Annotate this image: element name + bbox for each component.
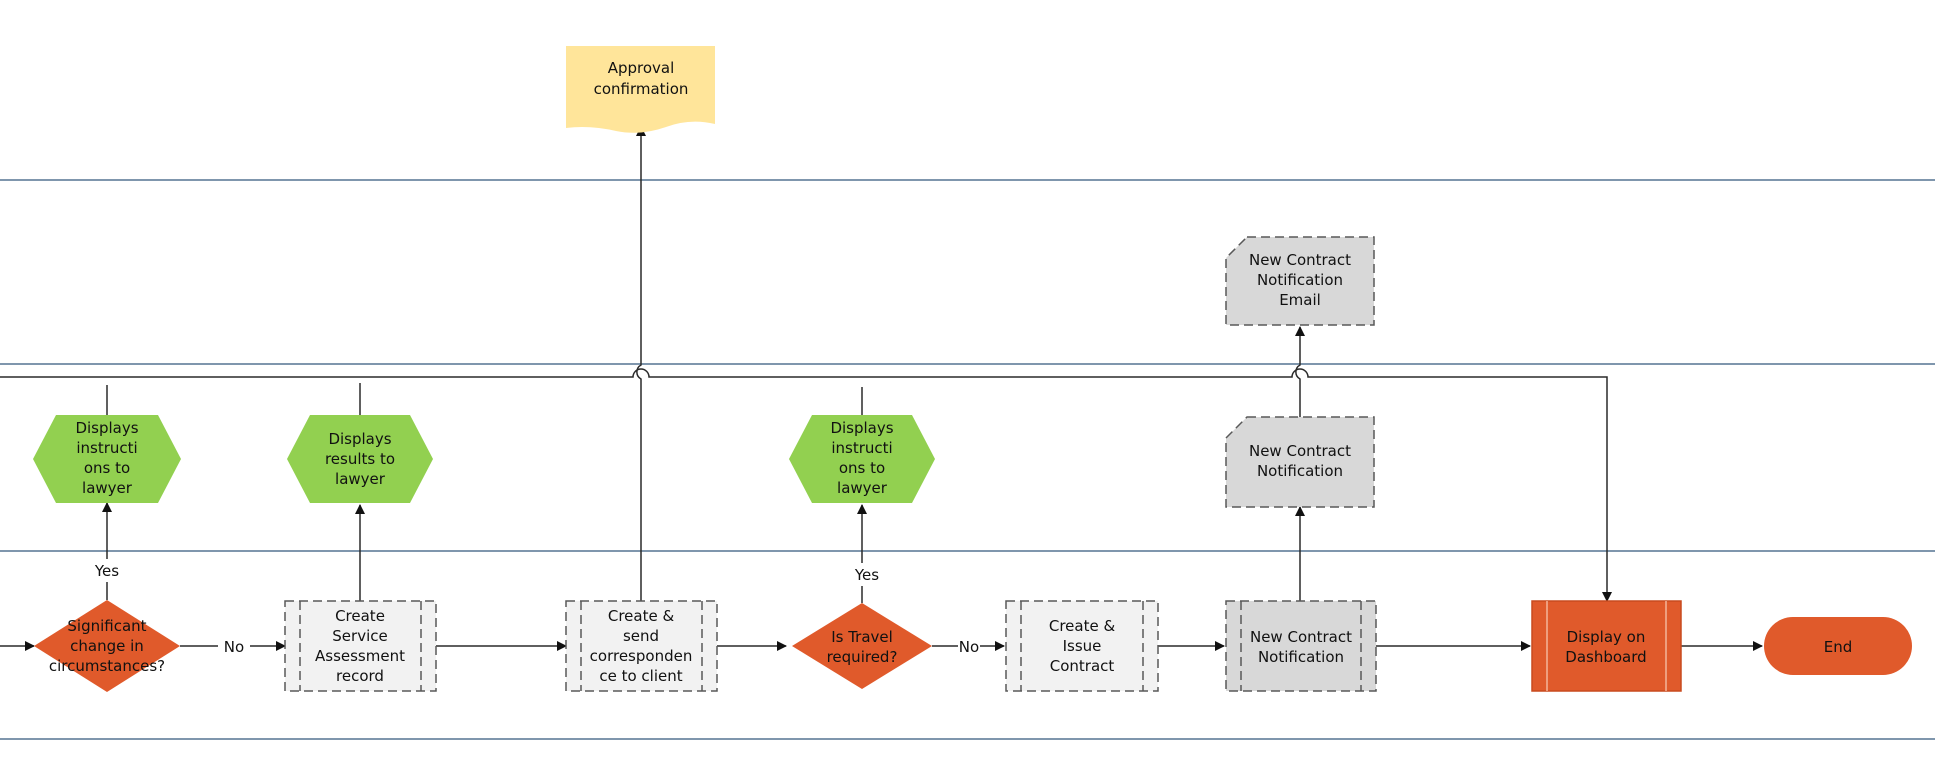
connector-card-email [1295, 326, 1305, 417]
display-instructions-hexagon-2[interactable]: Displays instructi ons to lawyer [789, 415, 935, 503]
display-results-hexagon[interactable]: Displays results to lawyer [287, 415, 433, 503]
swimlane-dividers [0, 179, 1935, 740]
hex2-line-3: lawyer [335, 470, 386, 488]
notification-line-2: Notification [1258, 648, 1344, 666]
correspondence-line-3: corresponden [590, 647, 693, 665]
decision1-line-2: change in [70, 637, 144, 655]
hex3-line-1: Displays [830, 419, 893, 437]
hexagon-shape [287, 415, 433, 503]
hexagon-shape [33, 415, 181, 503]
process-box [1005, 600, 1159, 692]
approval-label-line-2: confirmation [594, 80, 689, 98]
contract-line-2: Issue [1063, 637, 1102, 655]
end-terminator[interactable]: End [1764, 617, 1912, 675]
hex1-line-3: ons to [84, 459, 130, 477]
hex2-line-1: Displays [328, 430, 391, 448]
assessment-line-1: Create [335, 607, 385, 625]
decision-significant-change[interactable]: Significant change in circumstances? [34, 600, 180, 692]
approval-label-line-1: Approval [608, 59, 675, 77]
approval-confirmation-document[interactable]: Approval confirmation [566, 46, 715, 133]
process-box [1225, 600, 1377, 692]
connector-long-route-dashboard [0, 368, 1612, 602]
display-on-dashboard[interactable]: Display on Dashboard [1531, 600, 1682, 692]
edge-labels: Yes No Yes No [94, 562, 979, 656]
hex3-line-3: ons to [839, 459, 885, 477]
contract-line-1: Create & [1049, 617, 1116, 635]
hex3-line-2: instructi [831, 439, 892, 457]
decision-travel-required[interactable]: Is Travel required? [792, 603, 932, 689]
decision2-line-2: required? [827, 648, 898, 666]
card-label-line-2: Notification [1257, 462, 1343, 480]
edge-label-yes-2: Yes [854, 566, 879, 584]
hex2-line-2: results to [325, 450, 395, 468]
process-box [284, 600, 437, 692]
new-contract-notification-email-card[interactable]: New Contract Notification Email [1225, 236, 1375, 326]
assessment-line-2: Service [332, 627, 387, 645]
contract-line-3: Contract [1050, 657, 1115, 675]
document-shape [566, 46, 715, 133]
decision1-line-3: circumstances? [49, 657, 165, 675]
end-label: End [1824, 638, 1853, 656]
decision1-line-1: Significant [67, 617, 146, 635]
assessment-line-4: record [336, 667, 384, 685]
dashboard-line-2: Dashboard [1565, 648, 1646, 666]
hex1-line-1: Displays [75, 419, 138, 437]
card-shape [1225, 236, 1375, 326]
edge-label-yes-1: Yes [94, 562, 119, 580]
hex1-line-4: lawyer [82, 479, 133, 497]
correspondence-line-4: ce to client [599, 667, 682, 685]
email-label-line-1: New Contract [1249, 251, 1351, 269]
process-create-service-assessment[interactable]: Create Service Assessment record [284, 600, 437, 692]
process-new-contract-notification[interactable]: New Contract Notification [1225, 600, 1377, 692]
predefined-box [1531, 600, 1682, 692]
correspondence-line-2: send [623, 627, 659, 645]
hex1-line-2: instructi [76, 439, 137, 457]
email-label-line-3: Email [1279, 291, 1321, 309]
new-contract-notification-card[interactable]: New Contract Notification [1225, 416, 1375, 508]
diamond-shape [34, 600, 180, 692]
card-label-line-1: New Contract [1249, 442, 1351, 460]
connectors [0, 126, 1763, 651]
email-label-line-2: Notification [1257, 271, 1343, 289]
correspondence-line-1: Create & [608, 607, 675, 625]
hexagon-shape [789, 415, 935, 503]
process-create-send-correspondence[interactable]: Create & send corresponden ce to client [565, 600, 718, 692]
edge-label-no-1: No [224, 638, 244, 656]
display-instructions-hexagon-1[interactable]: Displays instructi ons to lawyer [33, 415, 181, 503]
edge-label-no-2: No [959, 638, 979, 656]
process-box [565, 600, 718, 692]
process-create-issue-contract[interactable]: Create & Issue Contract [1005, 600, 1159, 692]
terminator-shape [1764, 617, 1912, 675]
card-shape [1225, 416, 1375, 508]
hex3-line-4: lawyer [837, 479, 888, 497]
connector-correspondence-approval [636, 126, 646, 601]
dashboard-line-1: Display on [1567, 628, 1646, 646]
decision2-line-1: Is Travel [831, 628, 893, 646]
assessment-line-3: Assessment [315, 647, 405, 665]
notification-line-1: New Contract [1250, 628, 1352, 646]
diamond-shape [792, 603, 932, 689]
